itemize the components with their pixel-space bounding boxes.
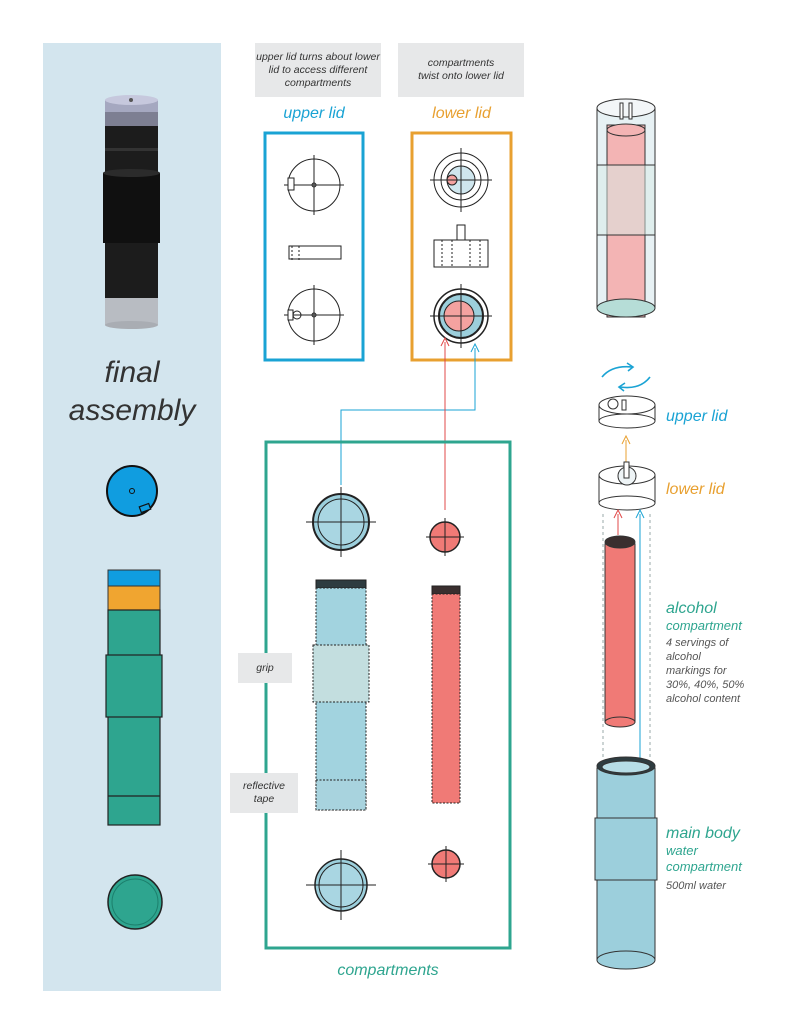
alcohol-subtitle: compartment [666, 618, 742, 633]
assembly-side-view [105, 569, 163, 826]
exploded-lower-lid-label: lower lid [666, 481, 725, 498]
exploded-upper-lid [598, 395, 656, 429]
assembly-bottom-view [107, 874, 163, 930]
grip-label: grip [238, 653, 292, 683]
lower-lid-panel [410, 131, 513, 362]
alcohol-desc-5: alcohol content [666, 693, 740, 705]
final-assembly-title-line1: final [104, 356, 160, 389]
compartments-views [306, 487, 464, 920]
main-body-caption: main body water compartment 500ml water [666, 825, 796, 893]
exploded-main-body [594, 756, 658, 970]
main-body-subtitle-1: water [666, 843, 698, 858]
alcohol-title: alcohol [666, 600, 717, 617]
main-body-title: main body [666, 825, 740, 842]
final-assembly-title: final assembly [43, 354, 221, 430]
assembly-render [103, 95, 160, 329]
alcohol-desc-3: markings for [666, 665, 727, 677]
reflective-tape-label: reflective tape [230, 773, 298, 813]
assembly-top-view [106, 465, 158, 517]
lower-lid-title: lower lid [432, 105, 491, 122]
exploded-alcohol-compartment [604, 535, 636, 728]
lower-lid-note: compartments twist onto lower lid [398, 43, 524, 97]
alcohol-desc-2: alcohol [666, 651, 701, 663]
upper-lid-views [284, 155, 344, 345]
alcohol-compartment-caption: alcohol compartment 4 servings of alcoho… [666, 600, 796, 706]
alcohol-desc-1: 4 servings of [666, 637, 729, 649]
upper-lid-panel [263, 131, 365, 362]
connector-arrows [340, 336, 480, 510]
compartments-title: compartments [337, 962, 439, 979]
alignment-arrows [602, 508, 651, 760]
orange-arrowhead [621, 434, 631, 445]
rotate-arrows-icon [601, 362, 651, 392]
alcohol-desc-4: 30%, 40%, 50% [666, 679, 745, 691]
main-body-desc: 500ml water [666, 880, 726, 892]
upper-lid-note: upper lid turns about lower lid to acces… [255, 43, 381, 97]
compartments-panel [264, 440, 512, 950]
main-body-subtitle-2: compartment [666, 859, 742, 874]
exploded-lower-lid [598, 461, 656, 511]
final-assembly-title-line2: assembly [68, 394, 196, 427]
lower-lid-views [430, 148, 492, 348]
exploded-upper-lid-label: upper lid [666, 408, 728, 425]
upper-lid-title: upper lid [283, 105, 345, 122]
transparent-assembly [596, 98, 656, 318]
